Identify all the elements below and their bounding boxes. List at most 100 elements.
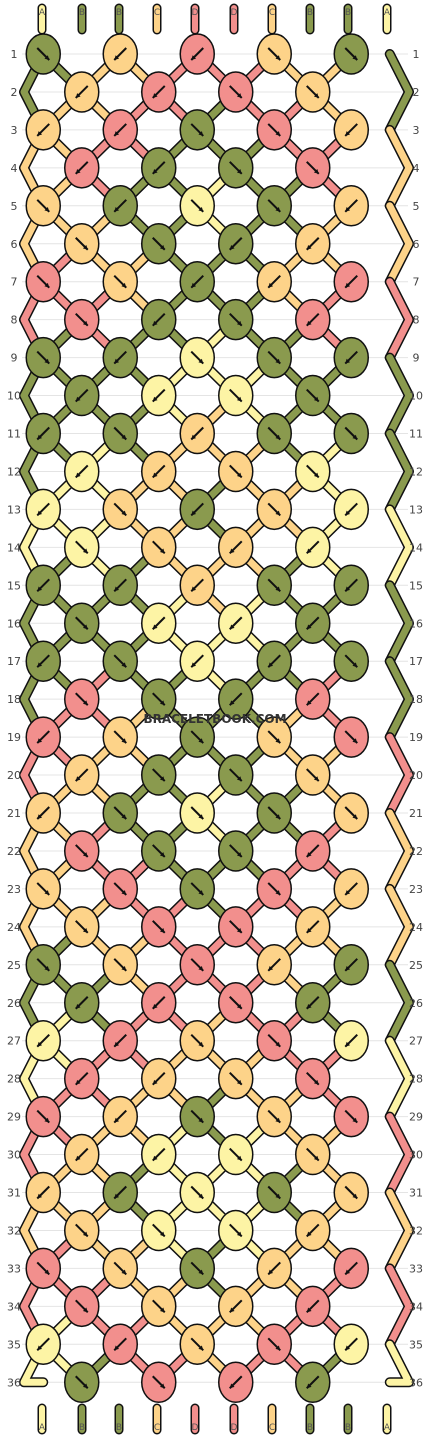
arrowhead-icon — [44, 966, 50, 971]
row-number-right: 21 — [409, 807, 423, 820]
arrowhead-icon — [198, 1193, 204, 1199]
knot — [218, 602, 254, 644]
knot — [218, 1133, 254, 1176]
knot — [179, 1323, 215, 1366]
knot — [256, 260, 292, 303]
arrowhead-icon — [236, 93, 242, 98]
knot — [102, 412, 138, 455]
strand-label-bottom: C — [154, 1423, 160, 1433]
strand-label-bottom: D — [231, 1423, 238, 1433]
knot — [333, 336, 369, 379]
edge-thread — [386, 581, 413, 665]
knot — [64, 1361, 100, 1403]
knot — [102, 1323, 138, 1366]
knot — [295, 1057, 331, 1100]
edge-thread — [386, 1189, 413, 1272]
knot — [218, 526, 254, 569]
row-number-right: 19 — [409, 731, 423, 744]
arrowhead-icon — [236, 169, 242, 174]
arrowhead-icon — [121, 966, 127, 971]
arrowhead-icon — [275, 358, 281, 364]
row-number-left: 26 — [7, 997, 21, 1010]
arrowhead-icon — [275, 1345, 281, 1351]
row-number-left: 10 — [7, 390, 21, 403]
knot — [179, 488, 215, 531]
arrowhead-icon — [159, 928, 165, 933]
arrowhead-icon — [306, 320, 312, 326]
arrowhead-icon — [198, 1117, 204, 1123]
knot — [25, 868, 61, 910]
row-number-right: 14 — [409, 541, 423, 554]
row-number-left: 33 — [7, 1262, 21, 1275]
row-number-right: 26 — [409, 997, 423, 1010]
knot — [25, 336, 61, 379]
strand-label-bottom: A — [39, 1423, 46, 1433]
row-number-left: 34 — [7, 1300, 21, 1313]
knot — [333, 1323, 369, 1366]
strand-label-bottom: A — [384, 1423, 391, 1433]
arrowhead-icon — [275, 1193, 281, 1199]
knot — [256, 1323, 292, 1366]
knot — [141, 374, 177, 417]
knot — [179, 1171, 215, 1214]
strand-label-top: A — [39, 8, 46, 18]
knot — [218, 1361, 254, 1403]
strand-label-top: B — [79, 8, 85, 18]
arrowhead-icon — [114, 1117, 120, 1123]
arrowhead-icon — [75, 776, 81, 782]
knot — [25, 412, 61, 455]
knot — [333, 716, 369, 758]
knot — [64, 1057, 100, 1100]
arrowhead-icon — [75, 1079, 81, 1085]
knot — [102, 640, 138, 682]
row-number-left: 13 — [7, 503, 21, 516]
knot — [333, 1019, 369, 1062]
arrowhead-icon — [121, 890, 127, 895]
knot — [25, 716, 61, 758]
knot — [179, 716, 215, 758]
row-number-left: 36 — [7, 1376, 21, 1389]
arrowhead-icon — [275, 890, 281, 895]
knot — [64, 71, 100, 113]
knot — [295, 830, 331, 872]
knot — [295, 678, 331, 720]
strand-label-top: D — [231, 8, 238, 18]
row-number-right: 32 — [409, 1224, 423, 1237]
row-number-right: 5 — [413, 200, 420, 213]
row-number-left: 6 — [11, 238, 18, 251]
arrowhead-icon — [236, 776, 242, 782]
arrowhead-icon — [114, 131, 120, 136]
knot — [102, 868, 138, 910]
arrowhead-icon — [268, 662, 274, 668]
knot — [141, 602, 177, 644]
arrowhead-icon — [114, 586, 120, 592]
row-number-left: 12 — [7, 465, 21, 478]
row-number-right: 13 — [409, 503, 423, 516]
knot — [102, 944, 138, 986]
knot — [64, 374, 100, 417]
edge-thread — [386, 278, 413, 362]
knot — [256, 336, 292, 379]
arrowhead-icon — [275, 738, 281, 744]
knot — [141, 450, 177, 493]
arrowhead-icon — [345, 1041, 351, 1047]
knot — [179, 1095, 215, 1138]
knot — [141, 1057, 177, 1100]
knot — [218, 1209, 254, 1252]
strand-label-top: C — [269, 8, 275, 18]
arrowhead-icon — [229, 1307, 235, 1313]
arrowhead-icon — [121, 1269, 127, 1275]
row-number-left: 14 — [7, 541, 21, 554]
knot — [179, 944, 215, 986]
knot — [179, 109, 215, 151]
knot — [141, 906, 177, 948]
row-number-left: 25 — [7, 959, 21, 972]
arrowhead-icon — [159, 548, 165, 554]
arrowhead-icon — [114, 55, 120, 60]
arrowhead-icon — [306, 548, 312, 554]
row-number-right: 3 — [413, 124, 420, 137]
knot — [179, 260, 215, 303]
arrowhead-icon — [198, 814, 204, 819]
